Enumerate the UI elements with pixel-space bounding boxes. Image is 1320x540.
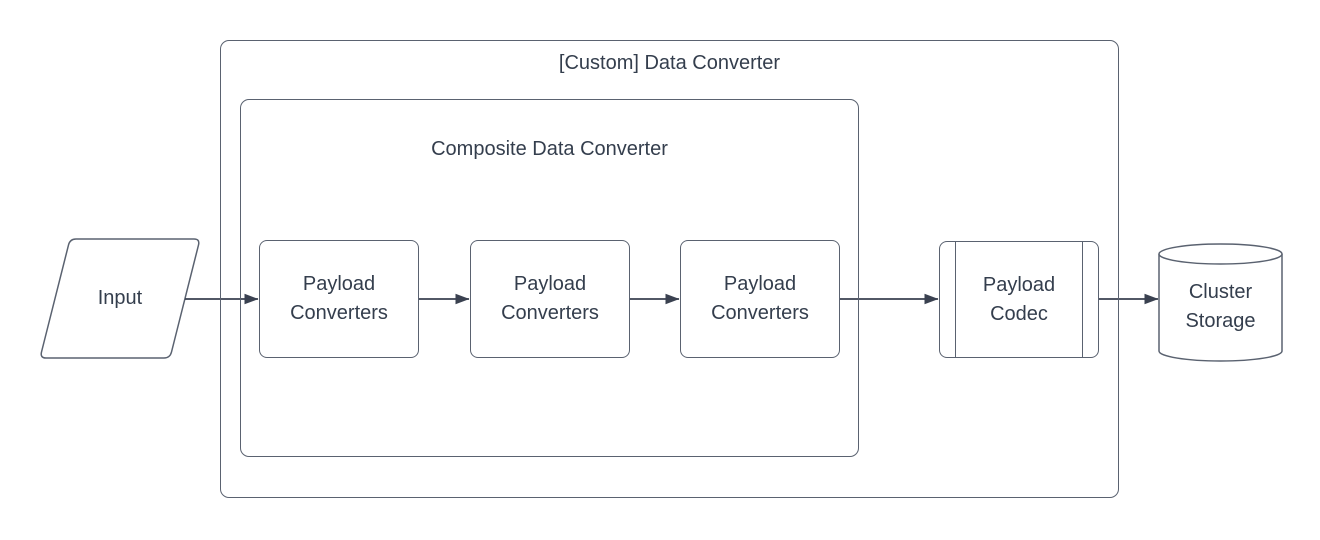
payload-codec-node: Payload Codec <box>939 241 1099 358</box>
composite-data-converter-group: Composite Data Converter <box>240 99 859 457</box>
payload-converters-node-3: Payload Converters <box>680 240 840 358</box>
codec-left-band <box>955 242 956 357</box>
input-parallelogram-shape <box>40 238 200 359</box>
codec-right-band <box>1082 242 1083 357</box>
payload-codec-label: Payload Codec <box>982 273 1056 325</box>
custom-data-converter-group: [Custom] Data Converter <box>220 40 1119 498</box>
composite-data-converter-title: Composite Data Converter <box>431 138 668 160</box>
cluster-storage-cylinder-body <box>1158 254 1283 362</box>
cluster-storage-cylinder-top <box>1158 243 1283 265</box>
payload-converters-node-1: Payload Converters <box>259 240 419 358</box>
payload-converters-node-2: Payload Converters <box>470 240 630 358</box>
custom-data-converter-title: [Custom] Data Converter <box>558 52 781 74</box>
